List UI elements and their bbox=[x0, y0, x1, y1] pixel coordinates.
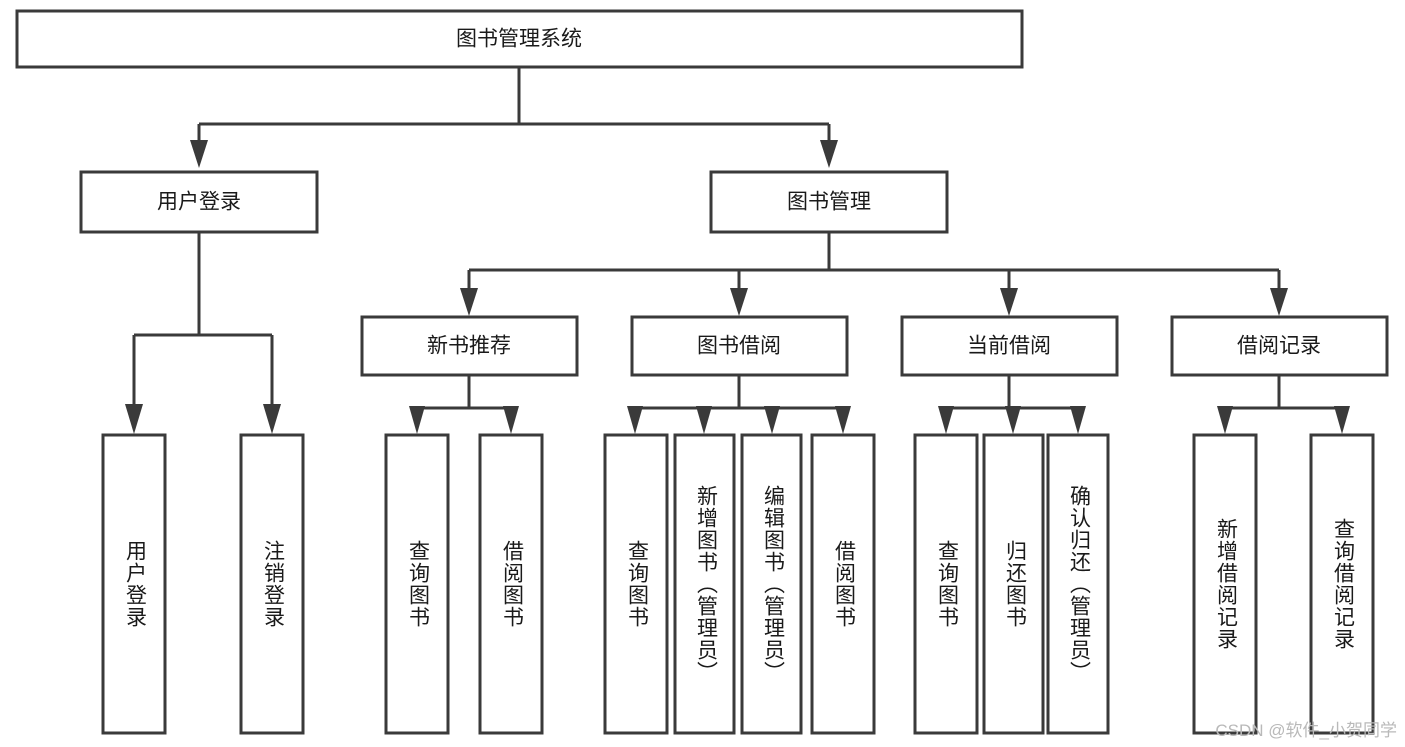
node-leaf-5[interactable]: 查询图书 bbox=[603, 433, 669, 735]
connector-group-book-borrow bbox=[627, 375, 851, 434]
node-leaf-2-label: 注销登录 bbox=[261, 540, 285, 628]
node-leaf-13-box[interactable] bbox=[1309, 433, 1375, 735]
node-user-login-box[interactable] bbox=[79, 170, 319, 234]
arrow-head-book-borrow bbox=[730, 288, 748, 316]
arrow-head-user-login bbox=[190, 140, 208, 168]
node-current-borrow-box[interactable] bbox=[900, 315, 1119, 377]
arrow-head-leaf-1 bbox=[125, 404, 143, 434]
connector-group-user-login bbox=[125, 232, 281, 434]
node-new-book-rec-label: 新书推荐 bbox=[427, 335, 511, 358]
arrow-head-leaf-5 bbox=[627, 406, 643, 434]
node-book-mgmt-box[interactable] bbox=[709, 170, 949, 234]
node-leaf-7-box[interactable] bbox=[740, 433, 803, 735]
arrow-head-leaf-4 bbox=[503, 406, 519, 434]
node-leaf-10-box[interactable] bbox=[982, 433, 1045, 735]
node-leaf-9-label: 查询图书 bbox=[935, 540, 959, 628]
node-leaf-7[interactable]: 编辑图书（管理员） bbox=[740, 433, 803, 735]
csdn-watermark: CSDN @软件_小贺同学 bbox=[1215, 721, 1397, 740]
arrow-head-leaf-3 bbox=[409, 406, 425, 434]
node-leaf-1-box[interactable] bbox=[101, 433, 167, 735]
node-leaf-2-box[interactable] bbox=[239, 433, 305, 735]
node-leaf-4-label: 借阅图书 bbox=[500, 540, 524, 628]
arrow-head-leaf-11 bbox=[1070, 406, 1086, 434]
node-leaf-4[interactable]: 借阅图书 bbox=[478, 433, 544, 735]
node-book-borrow-label: 图书借阅 bbox=[697, 335, 781, 358]
arrow-head-leaf-9 bbox=[938, 406, 954, 434]
node-book-borrow-box[interactable] bbox=[630, 315, 849, 377]
arrow-head-new-book-rec bbox=[460, 288, 478, 316]
connector-group-current-borrow bbox=[938, 375, 1086, 434]
node-leaf-10-label: 归还图书 bbox=[1003, 540, 1027, 628]
arrow-head-leaf-8 bbox=[835, 406, 851, 434]
node-current-borrow[interactable]: 当前借阅 bbox=[900, 315, 1119, 377]
node-leaf-12[interactable]: 新增借阅记录 bbox=[1192, 433, 1258, 735]
node-leaf-12-box[interactable] bbox=[1192, 433, 1258, 735]
node-leaf-5-label: 查询图书 bbox=[625, 540, 649, 628]
node-leaf-2[interactable]: 注销登录 bbox=[239, 433, 305, 735]
node-leaf-4-box[interactable] bbox=[478, 433, 544, 735]
node-root[interactable]: 图书管理系统 bbox=[15, 9, 1024, 69]
node-new-book-rec-box[interactable] bbox=[360, 315, 579, 377]
node-leaf-6[interactable]: 新增图书（管理员） bbox=[673, 433, 736, 735]
node-leaf-5-box[interactable] bbox=[603, 433, 669, 735]
node-leaf-8-label: 借阅图书 bbox=[832, 540, 856, 628]
node-leaf-6-label: 新增图书（管理员） bbox=[694, 485, 718, 683]
arrow-head-leaf-7 bbox=[764, 406, 780, 434]
node-leaf-1[interactable]: 用户登录 bbox=[101, 433, 167, 735]
arrow-head-current-borrow bbox=[1000, 288, 1018, 316]
node-leaf-7-label: 编辑图书（管理员） bbox=[761, 485, 785, 683]
node-leaf-8-box[interactable] bbox=[810, 433, 876, 735]
node-leaf-13-label: 查询借阅记录 bbox=[1331, 518, 1355, 650]
node-book-mgmt[interactable]: 图书管理 bbox=[709, 170, 949, 234]
node-root-box[interactable] bbox=[15, 9, 1024, 69]
node-root-label: 图书管理系统 bbox=[456, 28, 582, 51]
node-leaf-3[interactable]: 查询图书 bbox=[384, 433, 450, 735]
node-current-borrow-label: 当前借阅 bbox=[967, 335, 1051, 358]
arrow-head-borrow-record bbox=[1270, 288, 1288, 316]
node-book-mgmt-label: 图书管理 bbox=[787, 191, 871, 214]
connector-group-new-book-rec bbox=[409, 375, 519, 434]
node-leaf-3-label: 查询图书 bbox=[406, 540, 430, 628]
node-leaf-8[interactable]: 借阅图书 bbox=[810, 433, 876, 735]
node-user-login[interactable]: 用户登录 bbox=[79, 170, 319, 234]
arrow-head-leaf-2 bbox=[263, 404, 281, 434]
arrow-head-leaf-10 bbox=[1005, 406, 1021, 434]
node-leaf-11-label: 确认归还（管理员） bbox=[1067, 485, 1091, 683]
node-leaf-9-box[interactable] bbox=[913, 433, 979, 735]
connector-group-borrow-record bbox=[1217, 375, 1350, 434]
node-leaf-13[interactable]: 查询借阅记录 bbox=[1309, 433, 1375, 735]
connector-group-root bbox=[190, 67, 838, 168]
node-borrow-record-label: 借阅记录 bbox=[1237, 335, 1321, 358]
node-leaf-9[interactable]: 查询图书 bbox=[913, 433, 979, 735]
node-leaf-11[interactable]: 确认归还（管理员） bbox=[1046, 433, 1110, 735]
node-leaf-12-label: 新增借阅记录 bbox=[1214, 518, 1238, 650]
node-borrow-record-box[interactable] bbox=[1170, 315, 1389, 377]
node-leaf-6-box[interactable] bbox=[673, 433, 736, 735]
connector-group-book-mgmt bbox=[460, 232, 1288, 316]
arrow-head-leaf-12 bbox=[1217, 406, 1233, 434]
arrow-head-leaf-13 bbox=[1334, 406, 1350, 434]
node-leaf-3-box[interactable] bbox=[384, 433, 450, 735]
node-leaf-11-box[interactable] bbox=[1046, 433, 1110, 735]
node-new-book-rec[interactable]: 新书推荐 bbox=[360, 315, 579, 377]
arrow-head-book-mgmt bbox=[820, 140, 838, 168]
node-leaf-1-label: 用户登录 bbox=[123, 540, 147, 628]
node-user-login-label: 用户登录 bbox=[157, 191, 241, 214]
node-book-borrow[interactable]: 图书借阅 bbox=[630, 315, 849, 377]
arrow-head-leaf-6 bbox=[696, 406, 712, 434]
node-leaf-10[interactable]: 归还图书 bbox=[982, 433, 1045, 735]
node-borrow-record[interactable]: 借阅记录 bbox=[1170, 315, 1389, 377]
